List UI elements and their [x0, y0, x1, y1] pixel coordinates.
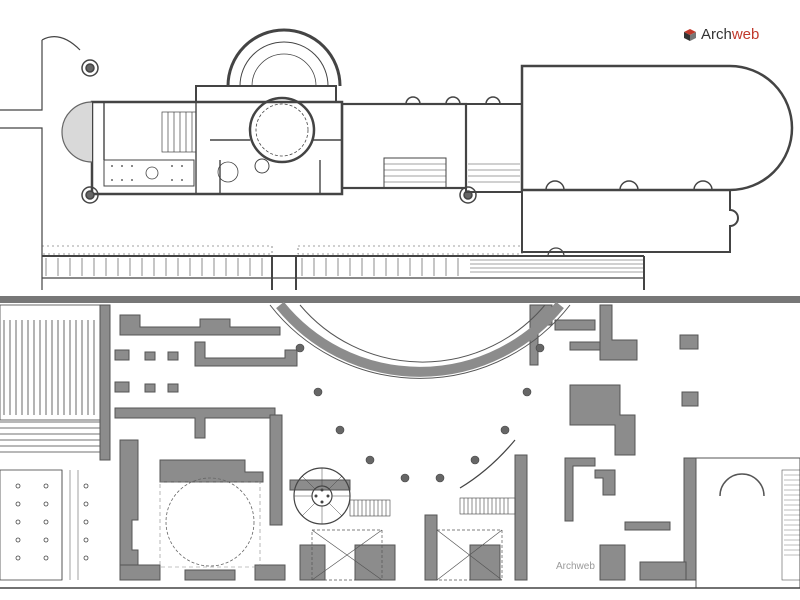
top-apses: [405, 96, 501, 105]
cube-logo-icon: [683, 28, 697, 42]
arcade-bays: [45, 258, 644, 276]
lower-hall-dots: [111, 165, 183, 181]
rotunda-columns: [295, 343, 545, 483]
cross-vaults: [311, 529, 503, 581]
brand-name-part2: web: [731, 26, 760, 43]
lower-right-wing: [521, 190, 739, 253]
brand-badge: Archweb: [683, 26, 759, 43]
detail-left-stair: [0, 304, 101, 453]
central-stair-treads: [384, 163, 446, 183]
detail-stair-flights: [349, 439, 516, 517]
detail-domed-room: [165, 477, 255, 567]
detail-rotunda: [269, 301, 571, 379]
rotunda: [248, 96, 316, 164]
arcade-arch: [547, 247, 565, 257]
corner-towers: [81, 59, 477, 204]
domed-room-frame: [159, 481, 261, 568]
section-divider: [0, 296, 800, 303]
theatre-seats: [251, 53, 317, 87]
rotunda-inner: [255, 103, 309, 157]
long-arcade: [41, 245, 645, 290]
left-passage: [0, 40, 43, 290]
central-stair: [383, 157, 447, 189]
detail-colonnade: [0, 469, 89, 581]
left-stair: [161, 111, 197, 153]
detail-plan: [0, 301, 800, 589]
watermark-text: Archweb: [556, 561, 595, 572]
central-block: [340, 102, 468, 190]
lower-hall-fountain: [145, 166, 159, 180]
main-block: [90, 100, 344, 196]
detail-right-annex: [695, 457, 800, 589]
theatre-inner: [239, 41, 329, 87]
right-link-stair: [468, 163, 520, 183]
detail-walls: [99, 304, 699, 581]
right-link: [465, 103, 523, 193]
spiral-stair-top: [254, 158, 270, 174]
theatre-outer: [226, 28, 342, 87]
overall-plan: [0, 28, 794, 290]
main-block-partitions: [103, 102, 342, 194]
upper-hall: [195, 85, 337, 103]
brand-name-part1: Arch: [701, 26, 732, 43]
spiral-stair: [293, 467, 351, 525]
left-arch: [41, 36, 81, 51]
left-exedra: [61, 101, 93, 163]
small-rotunda: [217, 161, 239, 183]
brand-name: Archweb: [701, 26, 759, 43]
apsidal-hall: [520, 64, 794, 192]
apsidal-niches: [545, 180, 713, 191]
lower-hall: [103, 159, 195, 187]
